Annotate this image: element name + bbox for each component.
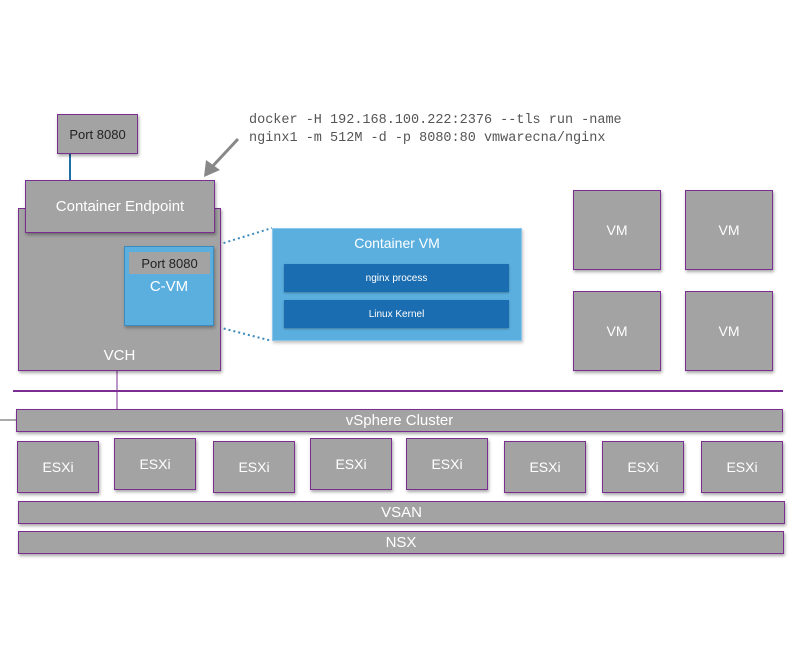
esxi-host: ESXi <box>602 441 684 493</box>
c-vm-label: C-VM <box>149 278 189 295</box>
vsan-bar: VSAN <box>18 501 785 524</box>
vm-box: VM <box>685 291 773 371</box>
vm-box: VM <box>573 291 661 371</box>
container-vm-title: Container VM <box>354 235 440 251</box>
esxi-host: ESXi <box>17 441 99 493</box>
vm-box: VM <box>685 190 773 270</box>
nsx-bar: NSX <box>18 531 784 554</box>
container-vm-box: Container VM nginx process Linux Kernel <box>272 228 522 341</box>
port-8080-box: Port 8080 <box>57 114 138 154</box>
esxi-host: ESXi <box>504 441 586 493</box>
c-vm-box: Port 8080 C-VM <box>124 246 214 326</box>
esxi-host: ESXi <box>701 441 783 493</box>
esxi-host: ESXi <box>114 438 196 490</box>
linux-kernel-box: Linux Kernel <box>284 300 509 328</box>
vm-box: VM <box>573 190 661 270</box>
esxi-host: ESXi <box>310 438 392 490</box>
command-line-2: nginx1 -m 512M -d -p 8080:80 vmwarecna/n… <box>249 131 606 146</box>
container-endpoint-box: Container Endpoint <box>25 180 215 233</box>
command-line-1: docker -H 192.168.100.222:2376 --tls run… <box>249 113 622 128</box>
vch-label: VCH <box>103 347 136 364</box>
c-vm-port-label: Port 8080 <box>129 252 210 274</box>
docker-command: docker -H 192.168.100.222:2376 --tls run… <box>249 112 622 148</box>
esxi-host: ESXi <box>213 441 295 493</box>
esxi-host: ESXi <box>406 438 488 490</box>
divider-line <box>13 390 783 392</box>
nginx-process-box: nginx process <box>284 264 509 292</box>
vsphere-cluster-bar: vSphere Cluster <box>16 409 783 432</box>
